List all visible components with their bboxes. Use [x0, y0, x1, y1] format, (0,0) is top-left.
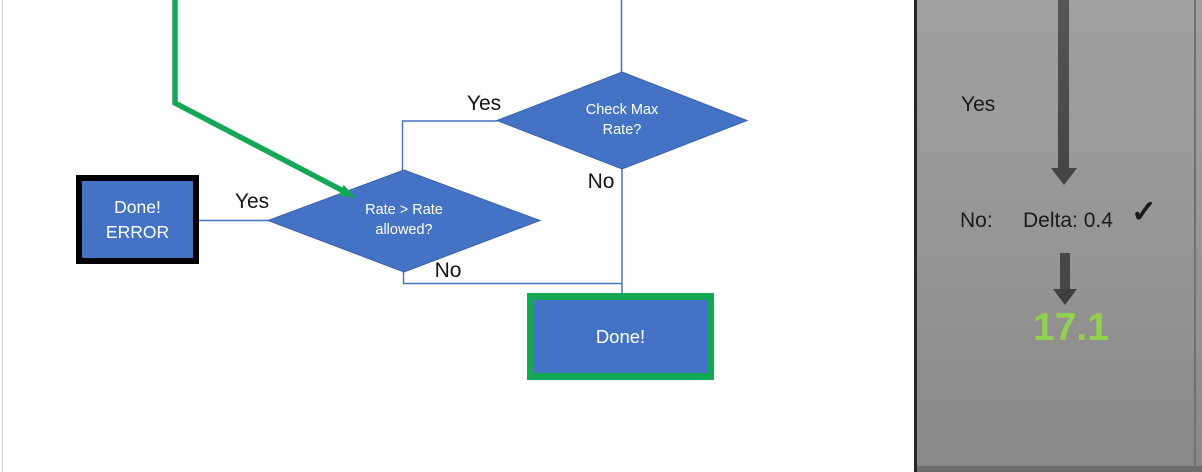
done-box[interactable]: Done! — [527, 293, 714, 380]
diamond-check-max-line1: Check Max — [585, 102, 659, 118]
diamond-rate-allowed[interactable] — [266, 169, 542, 273]
diamond-check-max-rate[interactable] — [495, 71, 749, 170]
done-box-label: Done! — [595, 325, 646, 347]
done-error-box[interactable]: Done! ERROR — [76, 175, 199, 264]
edge-label-check-max-yes: Yes — [466, 92, 502, 115]
slide-left-edge — [2, 0, 3, 472]
diamond-check-max-label: Check Max Rate? — [542, 100, 702, 140]
diamond-rate-line1: Rate > Rate — [365, 202, 443, 218]
result-value: 17.1 — [1033, 306, 1109, 349]
diamond-check-max-line2: Rate? — [602, 122, 642, 138]
connector-rate-no-to-done — [402, 271, 622, 285]
down-arrow-head-icon — [1051, 168, 1077, 185]
diamond-rate-line2: allowed? — [375, 222, 433, 238]
panel-delta-value: Delta: 0.4 — [1023, 209, 1113, 232]
down-arrow-icon — [1058, 0, 1069, 168]
side-panel-bottom-border — [917, 466, 1202, 472]
panel-yes-label: Yes — [961, 93, 996, 116]
panel-no-label: No: — [960, 209, 993, 232]
edge-label-rate-yes: Yes — [234, 190, 270, 213]
green-path-arrowhead-icon — [338, 184, 356, 198]
green-path-line — [172, 0, 343, 193]
done-error-line2: ERROR — [105, 221, 170, 242]
down-arrow-icon — [1060, 253, 1070, 289]
checkmark-icon: ✓ — [1131, 194, 1157, 229]
edge-label-rate-no: No — [434, 259, 462, 282]
connector-check-max-yes — [401, 120, 497, 171]
side-panel: Yes No: Delta: 0.4 ✓ 17.1 — [914, 0, 1202, 472]
down-arrow-head-icon — [1053, 289, 1077, 305]
diamond-rate-label: Rate > Rate allowed? — [324, 200, 484, 240]
side-panel-right-border — [1194, 0, 1196, 472]
done-error-line1: Done! — [114, 196, 161, 217]
edge-label-check-max-no: No — [587, 170, 615, 193]
